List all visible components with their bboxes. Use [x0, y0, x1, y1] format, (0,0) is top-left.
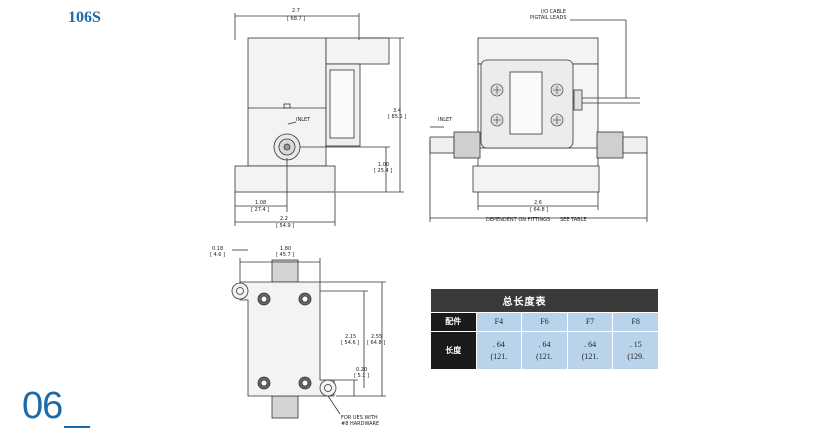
dim-2-2-mm: [ 54.9 ]: [276, 223, 294, 229]
dim-2-15-in: 2.15: [345, 334, 356, 340]
dim-3-4-in: 3.4: [393, 108, 401, 114]
label-inlet-side: INLET: [296, 117, 311, 123]
dim-1-00-in: 1.00: [378, 162, 389, 168]
column-header: F4: [475, 311, 523, 333]
model-number: 106S: [68, 9, 101, 26]
label-dependent: DEPENDENT ON FITTINGS: [486, 217, 550, 223]
table-cell: . 64(121.: [566, 331, 614, 370]
column-header: F6: [521, 311, 568, 333]
row-label-fitting: 配件: [430, 311, 477, 333]
dim-2-7-mm: [ 68.7 ]: [287, 16, 305, 22]
dim-2-6-in: 2.6: [534, 200, 542, 206]
dim-1-80-mm: [ 45.7 ]: [276, 252, 294, 258]
page-number: 06: [22, 385, 63, 427]
dim-0-20-in: 0.20: [356, 367, 367, 373]
dim-1-08-in: 1.08: [255, 200, 266, 206]
table-cell: . 15(129.: [612, 331, 659, 370]
label-for-ues-2: #8 HARDWARE: [341, 421, 379, 427]
table-title: 总长度表: [430, 288, 659, 313]
dim-2-7-in: 2.7: [292, 8, 300, 14]
table-cell: . 64(121.: [475, 331, 523, 370]
screws: [490, 83, 564, 127]
dim-2-15-mm: [ 54.6 ]: [341, 340, 359, 346]
row-label-length: 长度: [430, 331, 477, 370]
dim-0-20-mm: [ 5.1 ]: [354, 373, 369, 379]
length-table: 总长度表 配件 F4 F6 F7 F8 长度 . 64(121. . 64(12…: [430, 288, 659, 370]
dim-2-6-mm: [ 64.8 ]: [530, 207, 548, 213]
table-cell: . 64(121.: [521, 331, 568, 370]
column-header: F7: [566, 311, 614, 333]
dim-1-00-mm: [ 25.4 ]: [374, 168, 392, 174]
label-see-table: SEE TABLE: [560, 217, 587, 223]
dim-0-18-mm: [ 4.6 ]: [210, 252, 225, 258]
column-header: F8: [612, 311, 659, 333]
dim-2-2-in: 2.2: [280, 216, 288, 222]
label-cable-2: PIGTAIL LEADS: [530, 15, 567, 21]
label-cable-1: I/O CABLE: [541, 9, 566, 15]
page-number-underline: [64, 426, 90, 428]
label-for-ues-1: FOR UES WITH: [341, 415, 378, 421]
dim-2-55-in: 2.55: [371, 334, 382, 340]
bottom-view: [231, 249, 386, 419]
dim-2-55-mm: [ 64.8 ]: [367, 340, 385, 346]
dim-3-4-mm: [ 85.1 ]: [388, 114, 406, 120]
dim-0-18-in: 0.18: [212, 246, 223, 252]
side-view: [234, 13, 404, 226]
dim-1-80-in: 1.80: [280, 246, 291, 252]
front-view: [429, 19, 648, 222]
label-inlet-front: INLET: [438, 117, 453, 123]
dim-1-08-mm: [ 27.4 ]: [251, 207, 269, 213]
